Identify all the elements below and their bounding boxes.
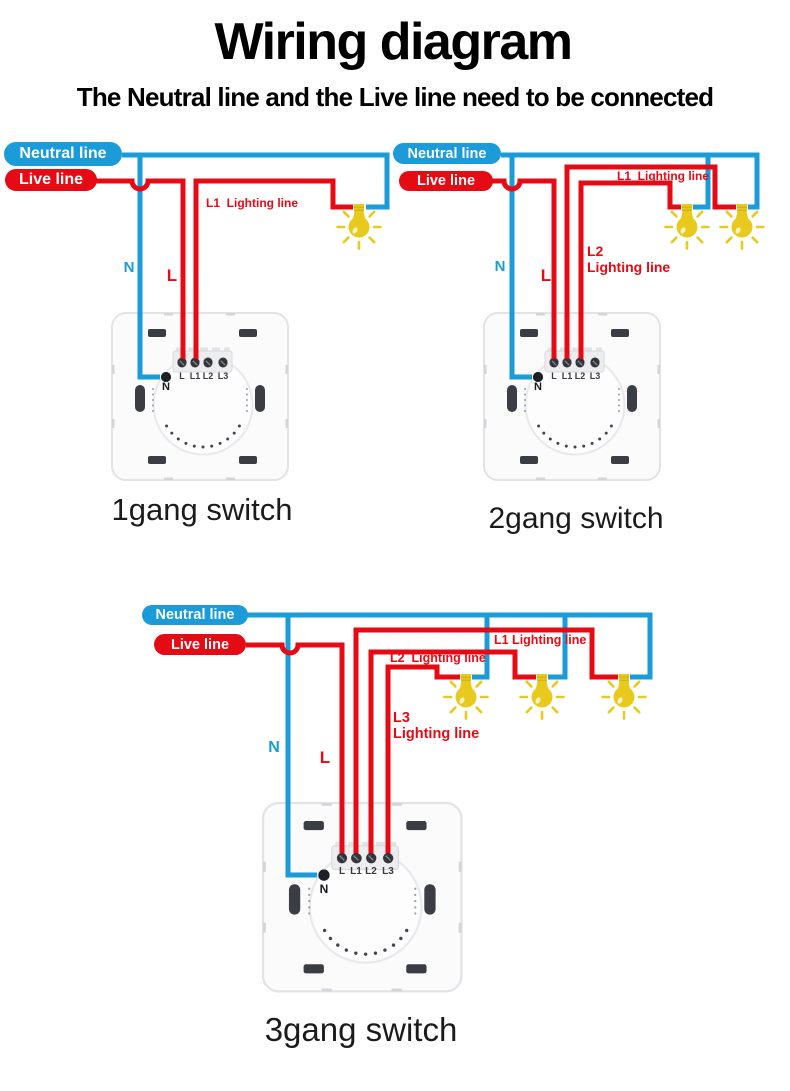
neutral-line-badge: Neutral line: [142, 605, 248, 625]
live-wire-tag: L: [319, 748, 331, 767]
diagram-caption: 3gang switch: [264, 1011, 458, 1048]
terminal-label-n: N: [319, 882, 329, 896]
terminal-overlays-2gang: [533, 357, 601, 382]
live-wire-2gang: [492, 178, 557, 363]
neutral-branch-2gang: [693, 155, 711, 210]
terminal-label-l1: L1: [189, 371, 201, 381]
terminal-label-l2: L2: [365, 866, 377, 877]
terminal-label-l2: L2: [202, 371, 214, 381]
lighting-wire-l1-1gang: [193, 178, 353, 363]
terminal-label-l2: L2: [574, 371, 586, 381]
lighting-wire-l2-2gang: [578, 180, 681, 363]
terminal-label-l1: L1: [350, 866, 362, 877]
lighting-wire-l3-3gang: [385, 664, 460, 858]
neutral-line-badge: Neutral line: [4, 142, 122, 166]
neutral-wire-1gang: [122, 152, 390, 210]
terminal-label-l3: L3: [217, 371, 229, 381]
terminal-label-l: L: [551, 371, 557, 381]
terminal-label-l3: L3: [382, 866, 394, 877]
neutral-wire-tag: N: [268, 739, 280, 756]
lighting-wire-l2-3gang: [368, 649, 536, 858]
l3-lighting-line-label-line1: L3: [393, 710, 410, 726]
l3-lighting-line-label-line2: Lighting line: [393, 726, 480, 742]
neutral-branch-1gang: [137, 155, 160, 380]
live-wire-tag: L: [166, 266, 178, 285]
neutral-wire-3gang: [246, 612, 653, 680]
neutral-wire-2gang: [501, 152, 760, 210]
l2-lighting-line-label: L2 Lighting line: [390, 651, 486, 665]
neutral-wire-tag: N: [123, 259, 135, 276]
neutral-branch1-3gang: [472, 615, 490, 680]
neutral-n-branch-2gang: [509, 155, 532, 380]
terminal-label-n: N: [162, 381, 170, 393]
diagram-caption: 1gang switch: [111, 492, 293, 527]
live-wire-tag: L: [540, 266, 552, 285]
terminal-overlays-1gang: [161, 357, 229, 382]
live-line-badge: Live line: [154, 634, 246, 655]
l2-lighting-line-label-line2: Lighting line: [587, 259, 671, 275]
l1-lighting-line-label: L1 Lighting line: [206, 196, 298, 210]
l1-lighting-line-label: L1 Lighting line: [617, 169, 709, 183]
terminal-label-l3: L3: [589, 371, 601, 381]
l1-lighting-line-label: L1 Lighting line: [494, 633, 587, 647]
live-wire-1gang: [95, 178, 186, 363]
terminal-label-l: L: [179, 371, 185, 381]
neutral-branch2-3gang: [548, 615, 568, 680]
live-wire-3gang: [246, 642, 345, 858]
neutral-line-badge: Neutral line: [393, 143, 501, 164]
page-title: Wiring diagram: [214, 13, 573, 71]
terminal-overlays-3gang: [318, 852, 394, 881]
lighting-wire-l1-3gang: [353, 627, 618, 858]
diagram-caption: 2gang switch: [488, 502, 664, 535]
live-line-badge: Live line: [5, 169, 97, 191]
neutral-n-branch-3gang: [285, 615, 317, 878]
lighting-wire-l1-2gang: [564, 164, 736, 363]
terminal-label-l1: L1: [561, 371, 573, 381]
terminal-label-n: N: [534, 381, 542, 393]
l2-lighting-line-label-line1: L2: [587, 243, 604, 259]
live-line-badge: Live line: [399, 171, 493, 191]
page-subtitle: The Neutral line and the Live line need …: [76, 82, 714, 112]
neutral-wire-tag: N: [494, 258, 506, 275]
terminal-label-l: L: [338, 866, 346, 877]
